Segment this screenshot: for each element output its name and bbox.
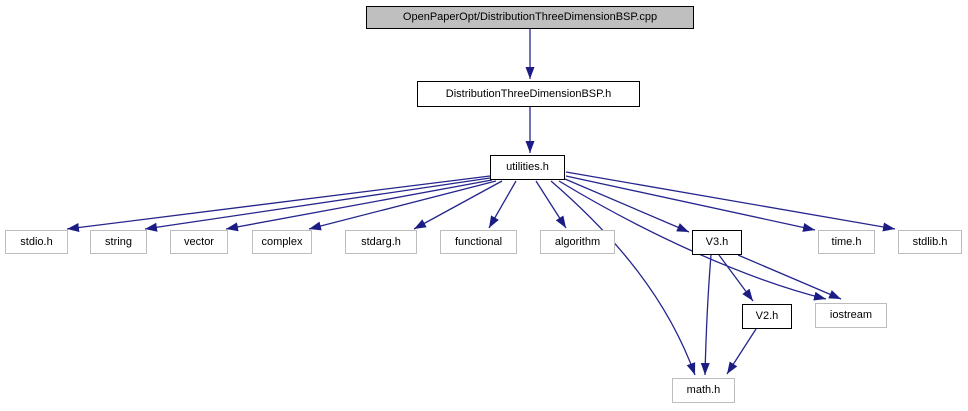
graph-edge-utilities-h-v3-h [564,178,690,233]
graph-edge-v3-h-math-h [700,254,712,376]
graph-node-iostream: iostream [815,303,887,328]
graph-node-utilities-h[interactable]: utilities.h [490,155,565,180]
graph-edge-utilities-h-stdlib-h [565,171,896,232]
graph-edge-utilities-h-vector [225,179,493,232]
graph-node-v2-h[interactable]: V2.h [742,304,792,329]
graph-node-algorithm: algorithm [540,230,615,254]
graph-edge-utilities-h-functional [488,180,517,229]
graph-node-complex: complex [252,230,312,254]
graph-node-stdio-h: stdio.h [5,230,68,254]
graph-node-time-h: time.h [818,230,875,254]
graph-edge-v3-h-iostream [737,254,842,300]
graph-node-stdarg-h: stdarg.h [345,230,417,254]
graph-node-string: string [90,230,147,254]
graph-node-dtb-h[interactable]: DistributionThreeDimensionBSP.h [417,81,640,107]
graph-node-v3-h[interactable]: V3.h [692,230,742,255]
graph-node-cpp: OpenPaperOpt/DistributionThreeDimensionB… [366,6,694,29]
graph-node-vector: vector [170,230,228,254]
graph-node-stdlib-h: stdlib.h [898,230,962,254]
graph-edge-utilities-h-string [144,177,491,232]
graph-edge-utilities-h-time-h [565,175,816,232]
graph-edge-utilities-h-complex [308,180,497,231]
graph-edge-v3-h-v2-h [718,254,754,302]
graph-node-math-h: math.h [672,378,735,403]
graph-edge-utilities-h-math-h [550,180,696,376]
graph-node-functional: functional [440,230,517,254]
graph-edge-v2-h-math-h [726,328,757,375]
graph-edge-utilities-h-stdarg-h [413,180,503,230]
graph-edge-utilities-h-stdio-h [66,175,491,232]
graph-edge-utilities-h-algorithm [535,180,567,229]
